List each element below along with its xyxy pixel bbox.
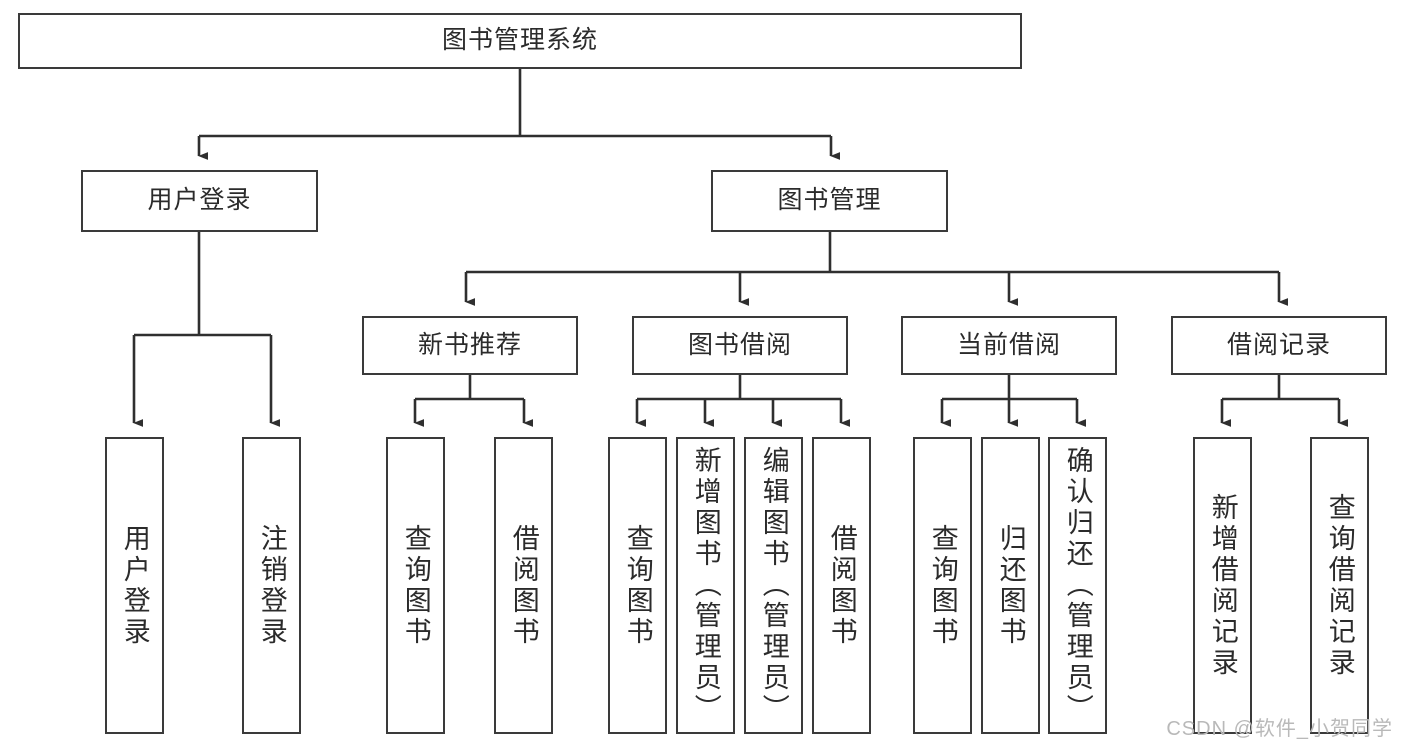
leaf-current-confirm-return-admin[interactable]: 确认归还（管理员） [1048,437,1107,734]
node-label: 查询图书 [927,523,958,648]
node-label: 图书管理 [777,186,882,215]
node-book-management[interactable]: 图书管理 [711,170,948,232]
node-label: 借阅图书 [826,523,857,648]
node-label: 新增图书（管理员） [690,446,721,725]
node-label: 新增借阅记录 [1207,492,1238,679]
node-new-book-recommend[interactable]: 新书推荐 [362,316,578,375]
leaf-user-login-logout[interactable]: 注销登录 [242,437,301,734]
node-label: 借阅记录 [1226,330,1331,359]
node-label: 新书推荐 [417,330,522,359]
leaf-new-book-borrow[interactable]: 借阅图书 [494,437,553,734]
node-label: 图书管理系统 [441,26,598,55]
leaf-records-query-record[interactable]: 查询借阅记录 [1310,437,1369,734]
node-label: 查询图书 [622,523,653,648]
leaf-new-book-query[interactable]: 查询图书 [386,437,445,734]
leaf-records-add-record[interactable]: 新增借阅记录 [1193,437,1252,734]
node-user-login[interactable]: 用户登录 [81,170,318,232]
node-label: 用户登录 [119,523,150,648]
node-label: 确认归还（管理员） [1062,446,1093,725]
node-label: 查询图书 [400,523,431,648]
leaf-current-query-book[interactable]: 查询图书 [913,437,972,734]
node-label: 编辑图书（管理员） [758,446,789,725]
node-label: 图书借阅 [687,330,792,359]
leaf-current-return-book[interactable]: 归还图书 [981,437,1040,734]
node-label: 用户登录 [147,186,252,215]
node-label: 查询借阅记录 [1324,492,1355,679]
node-book-borrow[interactable]: 图书借阅 [632,316,848,375]
leaf-borrow-borrow-book[interactable]: 借阅图书 [812,437,871,734]
node-root-system[interactable]: 图书管理系统 [18,13,1022,69]
node-current-borrow[interactable]: 当前借阅 [901,316,1117,375]
leaf-user-login-login[interactable]: 用户登录 [105,437,164,734]
leaf-borrow-edit-book-admin[interactable]: 编辑图书（管理员） [744,437,803,734]
leaf-borrow-query-book[interactable]: 查询图书 [608,437,667,734]
node-label: 借阅图书 [508,523,539,648]
node-label: 归还图书 [995,523,1026,648]
leaf-borrow-add-book-admin[interactable]: 新增图书（管理员） [676,437,735,734]
node-label: 当前借阅 [956,330,1061,359]
node-label: 注销登录 [256,523,287,648]
node-borrow-records[interactable]: 借阅记录 [1171,316,1387,375]
